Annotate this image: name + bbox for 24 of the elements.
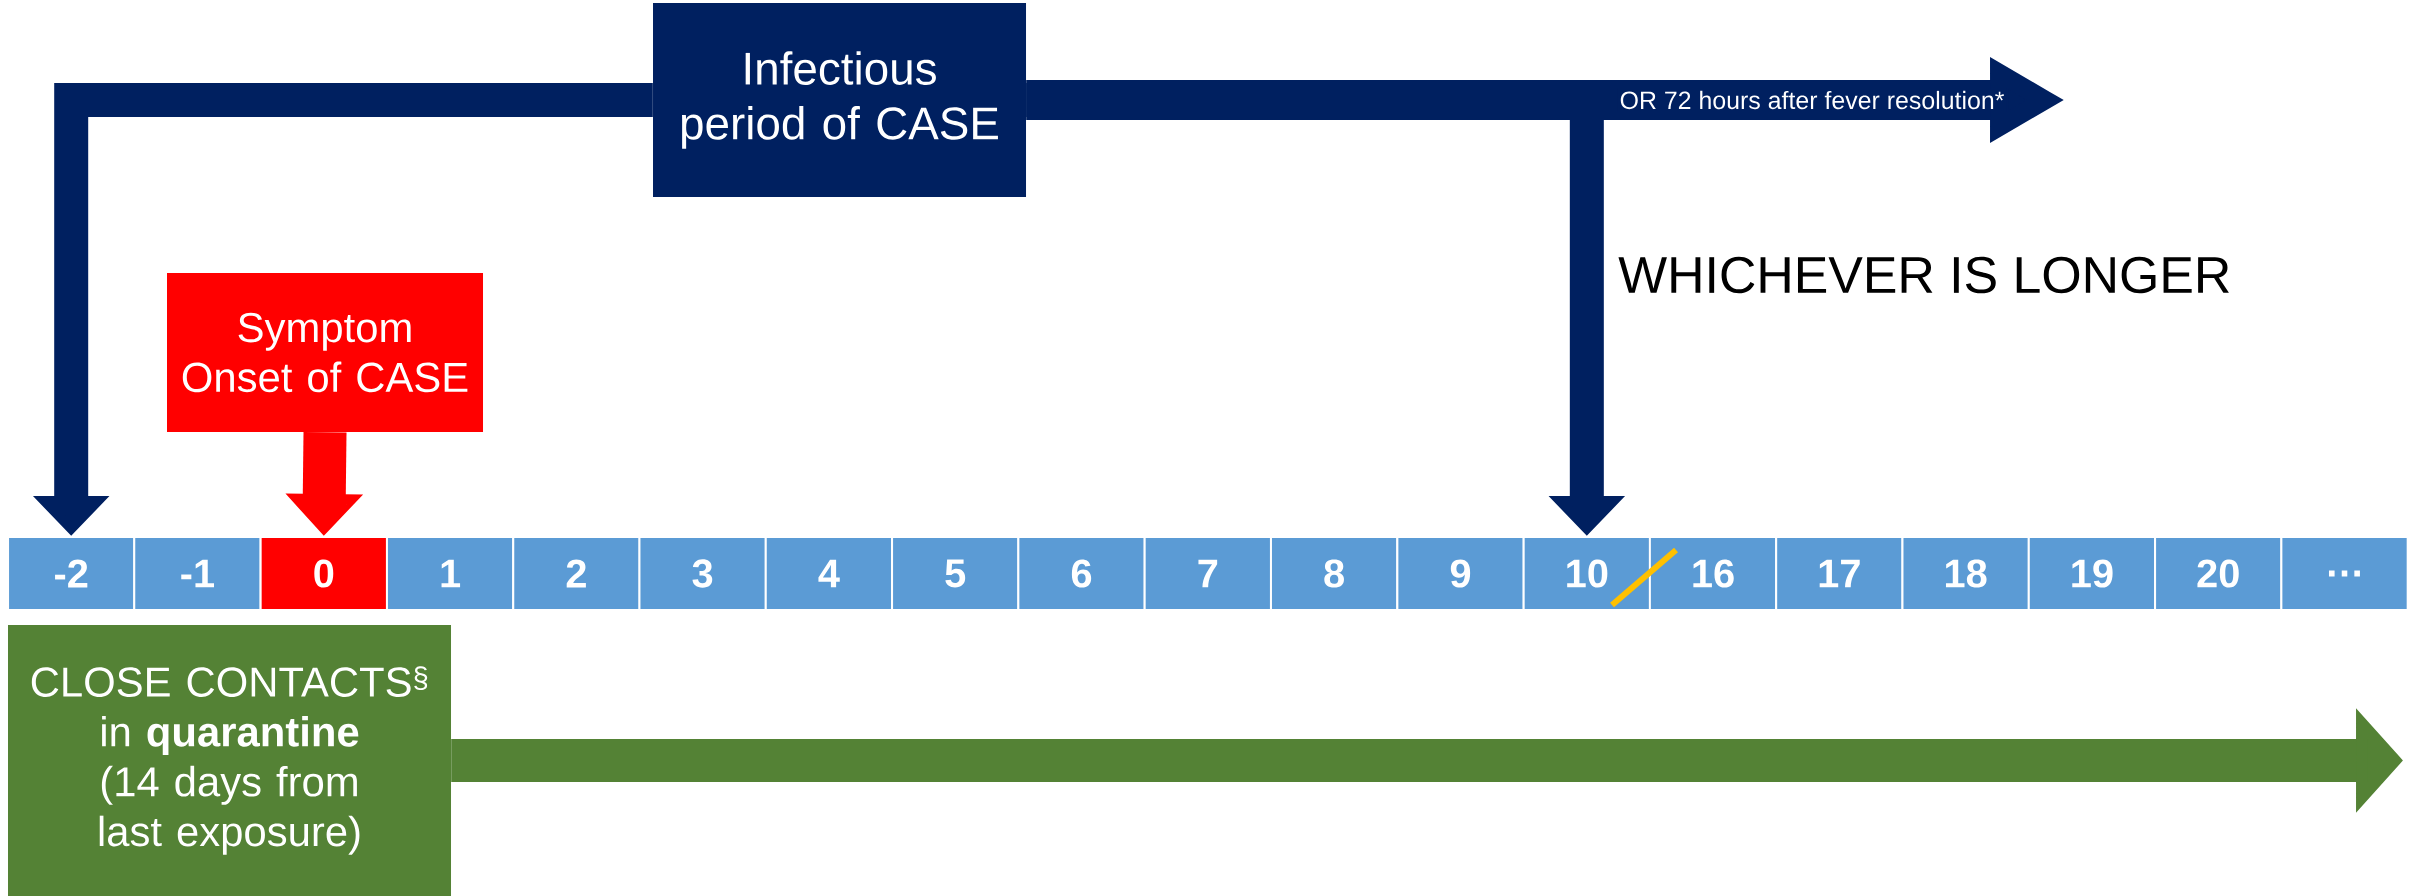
quarantine-box: CLOSE CONTACTS$^{§}$ in quarantine (14 days from last exposure) bbox=[8, 625, 451, 896]
day-cell: 17 bbox=[1775, 536, 1904, 611]
day-cell: … bbox=[2280, 536, 2409, 611]
day-cell: 7 bbox=[1143, 536, 1272, 611]
day-cell: 8 bbox=[1269, 536, 1399, 611]
day-cell: 4 bbox=[764, 536, 894, 611]
day-cell: 6 bbox=[1017, 536, 1146, 611]
day-cell: 0 bbox=[259, 536, 388, 611]
period-box: Infectious period of CASE bbox=[653, 3, 1026, 197]
day-cell: 19 bbox=[2027, 536, 2157, 611]
onset-box: Symptom Onset of CASE bbox=[167, 273, 483, 432]
day-cell: 2 bbox=[512, 536, 641, 611]
day-cell: 16 bbox=[1648, 536, 1778, 611]
day-cell: 3 bbox=[638, 536, 767, 611]
day-cell: 1 bbox=[385, 536, 515, 611]
edge-label: OR 72 hours after fever resolution* bbox=[1617, 88, 2007, 112]
day-cell: 20 bbox=[2154, 536, 2283, 611]
note-text: WHICHEVER IS LONGER bbox=[1618, 256, 2229, 294]
day-cell: -2 bbox=[7, 536, 136, 611]
day-cell: 18 bbox=[1901, 536, 2030, 611]
day-cell: -1 bbox=[133, 536, 262, 611]
day-cell: 10 bbox=[1522, 536, 1651, 611]
day-cell: 9 bbox=[1396, 536, 1525, 611]
day-cell: 5 bbox=[891, 536, 1020, 611]
